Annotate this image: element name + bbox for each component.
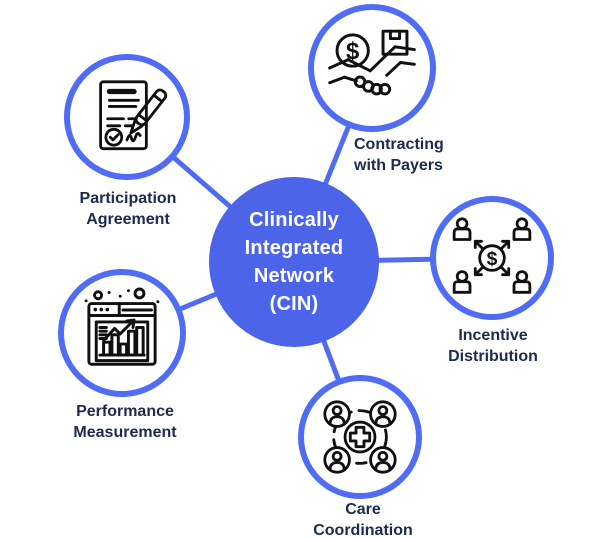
- svg-text:$: $: [487, 248, 498, 270]
- dollar-distribution-to-people-icon: $: [452, 217, 532, 294]
- care-team-around-medical-cross-icon: [323, 400, 397, 474]
- label-contracting-with-payers: Contracting with Payers: [354, 136, 444, 174]
- signed-document-pen-icon: [99, 80, 168, 151]
- label-performance-measurement: Performance Measurement: [73, 403, 177, 441]
- label-incentive-distribution: Incentive Distribution: [448, 327, 538, 365]
- node-contracting-with-payers: $: [308, 4, 436, 132]
- label-participation-agreement: Participation Agreement: [79, 190, 177, 228]
- svg-text:$: $: [346, 38, 359, 65]
- handshake-dollar-coin-package-icon: $: [328, 29, 416, 96]
- node-participation-agreement: [64, 54, 190, 180]
- node-performance-measurement: [58, 269, 186, 397]
- node-care-coordination: [298, 375, 422, 499]
- label-care-coordination: Care Coordination: [313, 501, 413, 538]
- hub-circle: Clinically Integrated Network (CIN): [209, 177, 379, 347]
- node-incentive-distribution: $: [430, 196, 554, 320]
- analytics-bar-chart-window-icon: [84, 287, 160, 366]
- hub-title: Clinically Integrated Network (CIN): [244, 209, 344, 315]
